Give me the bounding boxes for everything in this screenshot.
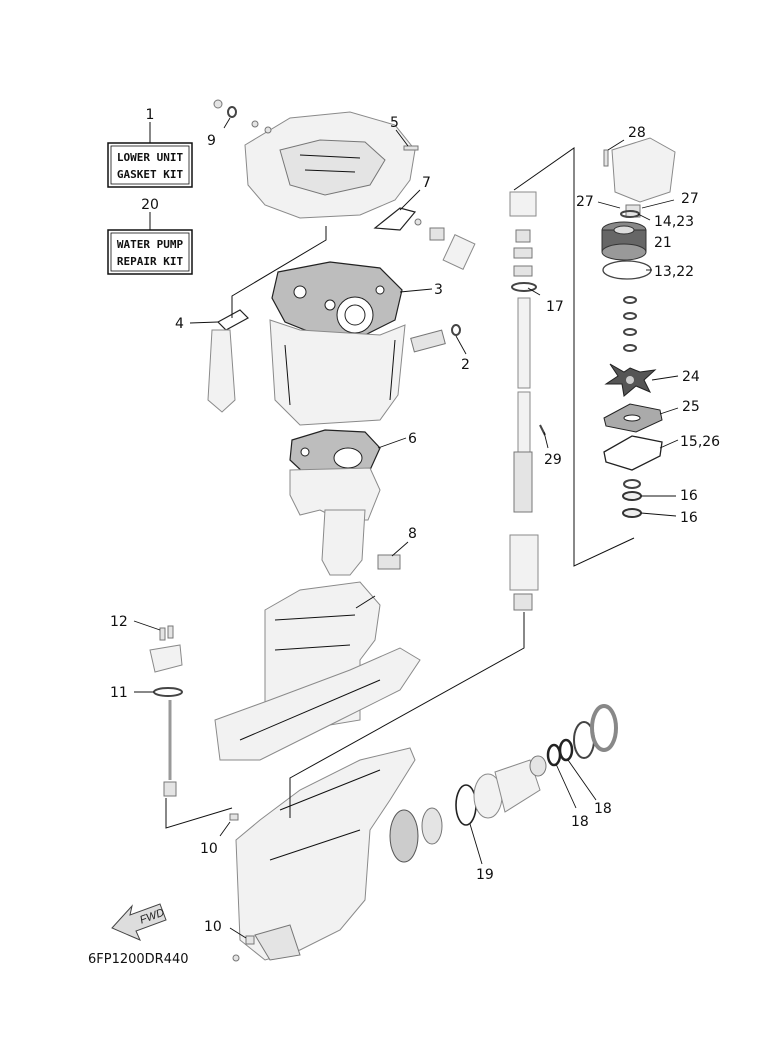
impeller-24	[604, 363, 657, 397]
gasket-4	[217, 309, 249, 331]
callout-labels: 9 5 7 3 4 2 6 8 12 11 10 10 19 18 18 17 …	[110, 115, 720, 935]
callout-16: 16	[680, 488, 698, 504]
water-pump-housing	[611, 137, 676, 218]
callout-14-23: 14,23	[654, 214, 694, 230]
callout-18: 18	[571, 814, 589, 830]
callout-5: 5	[390, 115, 399, 131]
callout-10: 10	[204, 919, 222, 935]
fwd-arrow-icon: FWD	[111, 903, 167, 941]
callout-2: 2	[461, 357, 470, 373]
callout-10: 10	[200, 841, 218, 857]
callout-16: 16	[680, 510, 698, 526]
callout-27: 27	[681, 191, 699, 207]
insert-cartridge-21	[601, 221, 647, 261]
bolt-12	[159, 625, 174, 641]
shift-rod-bracket	[149, 644, 183, 797]
callout-21: 21	[654, 235, 672, 251]
kit-box-water-pump-repair: 20 WATER PUMP REPAIR KIT	[107, 197, 193, 275]
callout-13-22: 13,22	[654, 264, 694, 280]
driveshaft	[509, 191, 539, 611]
callout-18: 18	[594, 801, 612, 817]
gasket-13-22	[602, 260, 652, 280]
upper-casing-cover	[213, 99, 416, 219]
seals-18	[546, 738, 574, 767]
oil-pan	[289, 467, 381, 576]
callout-19: 19	[476, 867, 494, 883]
spring-and-plunger	[414, 218, 476, 271]
gasket-3	[271, 261, 403, 337]
gearcase	[235, 747, 416, 961]
exhaust-pipe-small	[207, 329, 236, 413]
callout-24: 24	[682, 369, 700, 385]
callout-17: 17	[546, 299, 564, 315]
callout-25: 25	[682, 399, 700, 415]
callout-8: 8	[408, 526, 417, 542]
callout-9: 9	[207, 133, 216, 149]
callout-6: 6	[408, 431, 417, 447]
pipe-fitting-2	[410, 324, 461, 353]
callout-7: 7	[422, 175, 431, 191]
exhaust-guide	[269, 319, 406, 426]
bolt-28	[603, 149, 609, 167]
kit-label-line2: GASKET KIT	[117, 168, 184, 181]
kit-box-lower-unit-gasket: 1 LOWER UNIT GASKET KIT	[107, 107, 193, 188]
leader-lines	[133, 117, 679, 939]
callout-27: 27	[576, 194, 594, 210]
lower-casing-upper	[214, 581, 421, 761]
callout-11: 11	[110, 685, 128, 701]
drain-screw-10a	[229, 813, 239, 821]
callout-4: 4	[175, 316, 184, 332]
callout-15-26: 15,26	[680, 434, 720, 450]
callout-3: 3	[434, 282, 443, 298]
pump-small-parts	[623, 296, 637, 352]
oring-19	[455, 784, 477, 826]
kit-label-line1: WATER PUMP	[117, 238, 184, 251]
gasket-7	[373, 207, 417, 231]
callout-12: 12	[110, 614, 128, 630]
drain-screw-10b	[232, 935, 255, 962]
group-lines	[165, 147, 635, 829]
damper-8	[377, 554, 401, 570]
outer-plate-25	[603, 403, 663, 433]
oring-9	[227, 106, 237, 118]
kit-label-line1: LOWER UNIT	[117, 151, 184, 164]
callout-29: 29	[544, 452, 562, 468]
bolt-5	[403, 145, 419, 151]
kit-label-line2: REPAIR KIT	[117, 255, 184, 268]
callout-28: 28	[628, 125, 646, 141]
bearing-housing	[473, 755, 547, 819]
gasket-6	[289, 429, 381, 479]
seals-16	[622, 479, 642, 518]
thrust-washer	[573, 704, 618, 759]
kit-number: 20	[141, 197, 159, 213]
gasket-15-26	[603, 435, 663, 471]
forward-gear	[389, 807, 443, 863]
kit-number: 1	[146, 107, 155, 123]
diagram-code: 6FP1200DR440	[88, 952, 189, 967]
